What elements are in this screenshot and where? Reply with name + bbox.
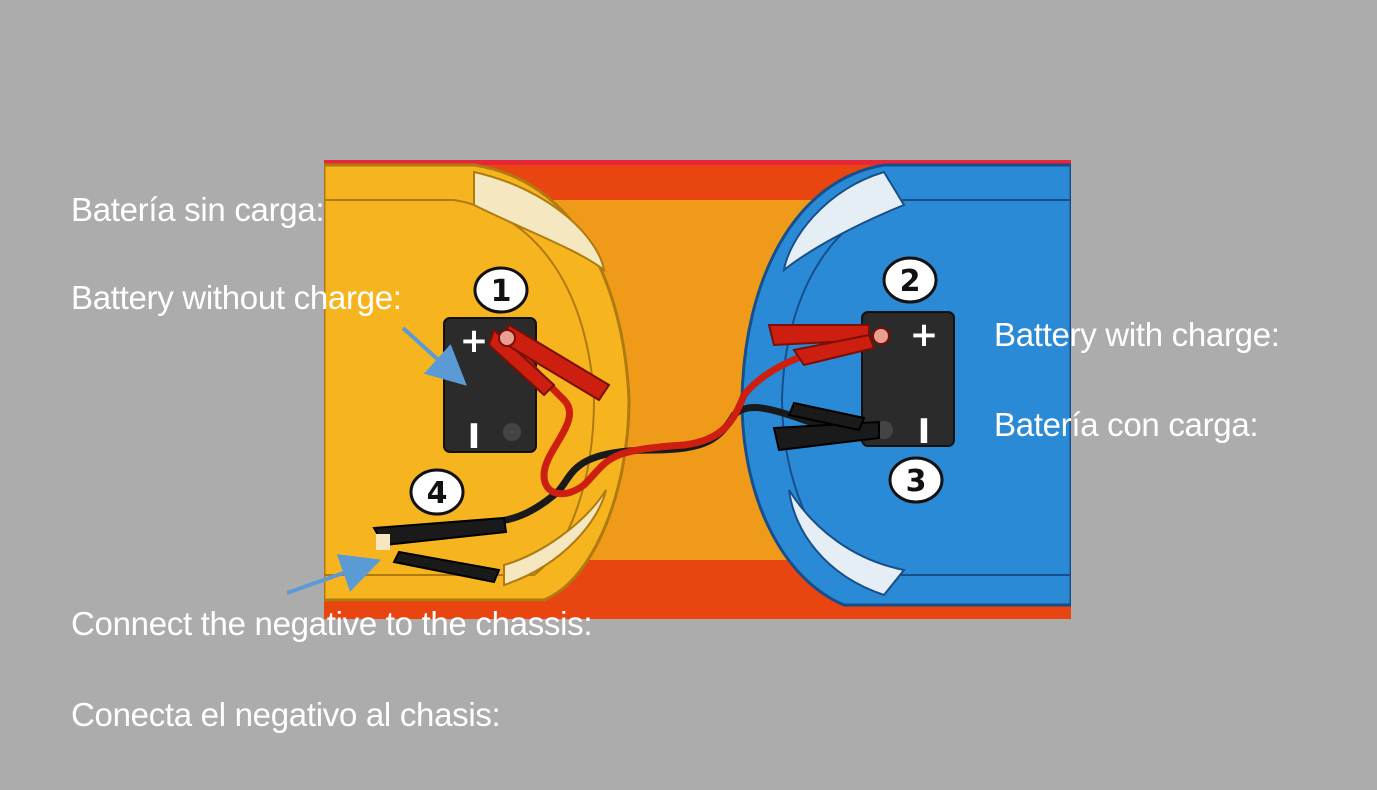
label-dead-battery-en: Battery without charge:: [71, 279, 402, 316]
charged-battery-positive-sign: +: [910, 315, 939, 355]
negative-clamp-chassis: [372, 516, 508, 584]
charged-car-headlight-bottom: [788, 489, 906, 597]
positive-clamp-charged: [767, 324, 890, 367]
road-top-stripe: [324, 160, 1071, 165]
step-number-2: 2: [900, 264, 921, 299]
step-number-1: 1: [491, 274, 512, 309]
dead-battery-positive-sign: +: [460, 321, 489, 361]
label-dead-battery-es: Batería sin carga:: [71, 191, 325, 228]
step-badge-1: 1: [473, 266, 529, 314]
jump-start-illustration: 1 2 3 4 + I + I: [324, 160, 1071, 619]
dead-car-headlight-top: [473, 170, 606, 273]
step-badge-3: 3: [888, 456, 944, 504]
label-chassis-es: Conecta el negativo al chasis:: [71, 696, 501, 733]
label-charged-battery-en: Battery with charge:: [994, 316, 1280, 353]
step-number-3: 3: [906, 464, 927, 499]
step-number-4: 4: [427, 476, 448, 511]
charged-battery-negative-sign: I: [918, 412, 931, 452]
negative-clamp-charged: [772, 401, 880, 452]
dead-battery-negative-post: [503, 423, 521, 441]
dead-battery-negative-sign: I: [468, 417, 481, 457]
charged-battery: [861, 311, 955, 447]
step-badge-4: 4: [409, 468, 465, 516]
dead-car-headlight-bottom: [503, 489, 607, 587]
step-badge-2: 2: [882, 256, 938, 304]
positive-cable: [510, 336, 868, 498]
label-chassis-en: Connect the negative to the chassis:: [71, 605, 593, 642]
label-charged-battery-es: Batería con carga:: [994, 406, 1259, 443]
positive-clamp-dead: [487, 323, 611, 402]
charged-car-headlight-top: [782, 170, 906, 273]
